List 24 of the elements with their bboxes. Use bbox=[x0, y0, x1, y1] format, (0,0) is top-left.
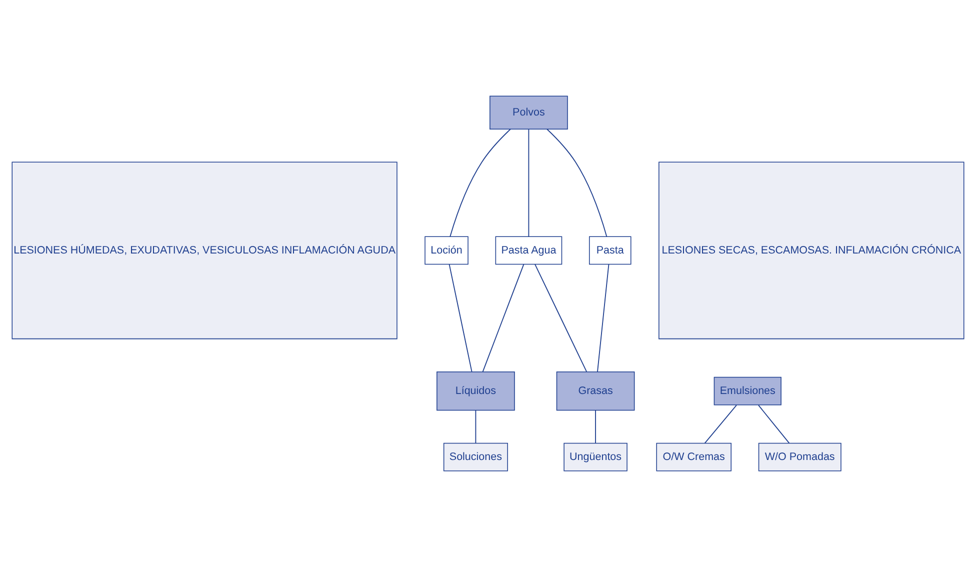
node-box: Polvos bbox=[490, 96, 568, 130]
connector bbox=[758, 404, 790, 444]
connector bbox=[450, 128, 511, 237]
node-box: LESIONES SECAS, ESCAMOSAS. INFLAMACIÓN CRÓNICA bbox=[658, 162, 964, 340]
node-box: Soluciones bbox=[443, 442, 508, 472]
connector bbox=[546, 128, 608, 237]
node-box: Pasta Agua bbox=[495, 236, 562, 265]
node-box: W/O Pomadas bbox=[758, 442, 842, 472]
connector bbox=[528, 128, 530, 237]
connector bbox=[534, 264, 588, 372]
node-box: Loción bbox=[424, 236, 468, 265]
node-box: Grasas bbox=[556, 371, 635, 411]
connector bbox=[475, 410, 476, 444]
connector bbox=[597, 264, 610, 372]
connector bbox=[448, 264, 472, 372]
connector bbox=[595, 410, 596, 444]
connector bbox=[482, 264, 524, 372]
node-box: Emulsiones bbox=[714, 376, 782, 406]
connector bbox=[704, 404, 737, 444]
node-box: O/W Cremas bbox=[656, 442, 732, 472]
node-box: LESIONES HÚMEDAS, EXUDATIVAS, VESICULOSAS INFLAMACIÓN AGUDA bbox=[12, 162, 398, 340]
node-box: Ungüentos bbox=[564, 442, 628, 472]
node-box: Pasta bbox=[589, 236, 632, 265]
node-box: Líquidos bbox=[436, 371, 515, 411]
